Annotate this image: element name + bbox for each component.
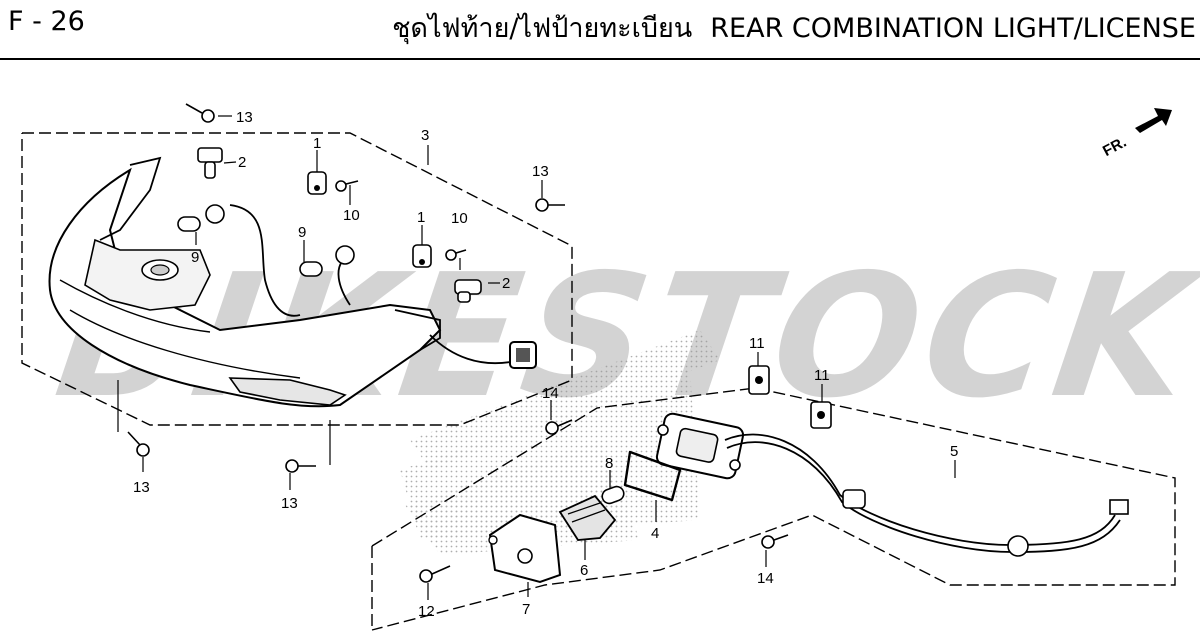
callout-5: 5 [950, 443, 958, 460]
fr-label: FR. [1100, 134, 1129, 160]
callout-13: 13 [236, 109, 253, 126]
screw-10b [445, 249, 467, 261]
wire-grommet-a [842, 489, 866, 509]
callout-10: 10 [451, 210, 468, 227]
wire-terminal [1109, 499, 1129, 515]
screws [127, 103, 789, 583]
callout-8: 8 [605, 455, 613, 472]
callout-9: 9 [191, 249, 199, 266]
callout-7: 7 [522, 601, 530, 618]
callout-11: 11 [749, 335, 765, 352]
callout-labels: 13 2 1 3 10 13 1 10 9 9 2 13 13 11 11 14… [133, 109, 958, 620]
callout-12: 12 [418, 603, 435, 620]
bulb-8 [601, 485, 625, 505]
page-code: F - 26 [8, 6, 85, 37]
callout-2: 2 [238, 154, 246, 171]
screw-14a [545, 419, 573, 435]
callout-14: 14 [757, 570, 774, 587]
screw-12 [419, 565, 451, 583]
nut-11b [810, 401, 832, 429]
wire-connector [509, 341, 537, 369]
callout-9: 9 [298, 224, 306, 241]
callout-13: 13 [532, 163, 549, 180]
screw-14b [761, 534, 789, 549]
cover-7 [488, 513, 562, 584]
screw-10a [335, 180, 359, 192]
gasket-4 [623, 450, 682, 502]
license-light-unit [655, 412, 745, 480]
header-divider [0, 58, 1200, 60]
callout-2: 2 [502, 275, 510, 292]
leader-lines [117, 115, 956, 600]
callout-14: 14 [542, 385, 559, 402]
callout-4: 4 [651, 525, 659, 542]
nut-11a [748, 365, 770, 395]
clamp-1b [412, 244, 432, 268]
group-outlines [21, 132, 1176, 631]
bulb-9b [299, 245, 355, 277]
title-thai: ชุดไฟท้าย/ไฟป้ายทะเบียน [392, 13, 693, 44]
callout-10: 10 [343, 207, 360, 224]
tail-light-assembly [48, 156, 442, 408]
clip-2a [197, 147, 223, 179]
wire-grommet-b [1007, 535, 1029, 557]
screw-13c [127, 431, 150, 457]
title-english: REAR COMBINATION LIGHT/LICENSE [710, 13, 1196, 44]
lens-6 [558, 494, 617, 541]
bulb-9a [177, 204, 225, 232]
callout-11: 11 [814, 367, 830, 384]
callout-1: 1 [417, 209, 425, 226]
clamp-1a [307, 171, 327, 195]
page-title: ชุดไฟท้าย/ไฟป้ายทะเบียน REAR COMBINATION … [392, 6, 1196, 49]
screw-13a [185, 103, 215, 123]
callout-13: 13 [281, 495, 298, 512]
callout-13: 13 [133, 479, 150, 496]
callout-6: 6 [580, 562, 588, 579]
screw-13b [535, 198, 565, 212]
front-direction-marker: FR. [1100, 108, 1172, 160]
screw-13d [285, 459, 316, 473]
clip-2b [454, 279, 482, 303]
callout-3: 3 [421, 127, 429, 144]
license-wiring [724, 433, 1121, 553]
callout-1: 1 [313, 135, 321, 152]
page-header: F - 26 ชุดไฟท้าย/ไฟป้ายทะเบียน REAR COMBI… [0, 0, 1200, 58]
